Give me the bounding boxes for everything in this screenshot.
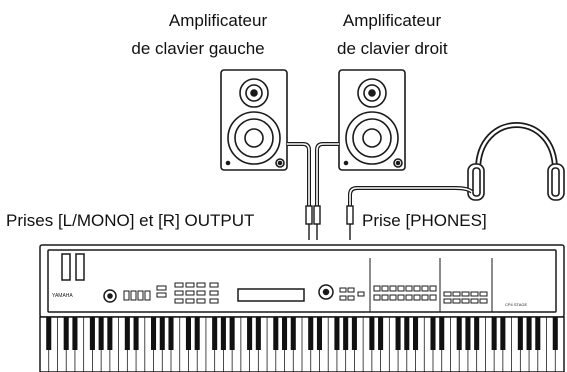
headphone-cable [346, 186, 474, 240]
black-key [107, 317, 113, 350]
output-cables [287, 142, 339, 206]
black-key [439, 317, 445, 350]
output-jacks-label: Prises [L/MONO] et [R] OUTPUT [6, 211, 255, 230]
phones-jack-label: Prise [PHONES] [362, 211, 487, 230]
black-key [168, 317, 174, 350]
black-key [247, 317, 253, 350]
black-key [98, 317, 104, 350]
black-key [194, 317, 200, 350]
black-key [290, 317, 296, 350]
black-key [474, 317, 480, 350]
black-keys [46, 317, 558, 350]
model-name: CP4 STAGE [505, 302, 527, 307]
right-speaker-label-line1: Amplificateur [342, 11, 442, 30]
black-key [316, 317, 322, 350]
black-key [212, 317, 218, 350]
black-key [500, 317, 506, 350]
stage-piano [39, 244, 565, 318]
right-speaker-label-line2: de clavier droit [337, 39, 448, 58]
left-speaker [220, 69, 288, 171]
black-key [378, 317, 384, 350]
black-key [552, 317, 558, 350]
black-key [465, 317, 471, 350]
black-key [63, 317, 69, 350]
black-key [535, 317, 541, 350]
black-key [343, 317, 349, 350]
black-key [491, 317, 497, 350]
black-key [395, 317, 401, 350]
black-key [430, 317, 436, 350]
black-key [255, 317, 261, 350]
black-key [124, 317, 130, 350]
headphones [467, 122, 565, 201]
output-plugs [305, 205, 321, 240]
black-key [229, 317, 235, 350]
black-key [456, 317, 462, 350]
black-key [517, 317, 523, 350]
black-key [351, 317, 357, 350]
black-key [334, 317, 340, 350]
black-key [159, 317, 165, 350]
left-speaker-label-line2: de clavier gauche [131, 39, 265, 58]
black-key [404, 317, 410, 350]
black-key [308, 317, 314, 350]
black-key [72, 317, 78, 350]
black-key [413, 317, 419, 350]
black-key [133, 317, 139, 350]
black-key [273, 317, 279, 350]
brand-logo: YAMAHA [52, 293, 73, 299]
black-key [282, 317, 288, 350]
right-speaker [338, 69, 406, 171]
black-key [220, 317, 226, 350]
black-key [369, 317, 375, 350]
black-key [46, 317, 52, 350]
black-key [185, 317, 191, 350]
black-key [526, 317, 532, 350]
black-key [89, 317, 95, 350]
black-key [151, 317, 157, 350]
left-speaker-label-line1: Amplificateur [168, 11, 268, 30]
